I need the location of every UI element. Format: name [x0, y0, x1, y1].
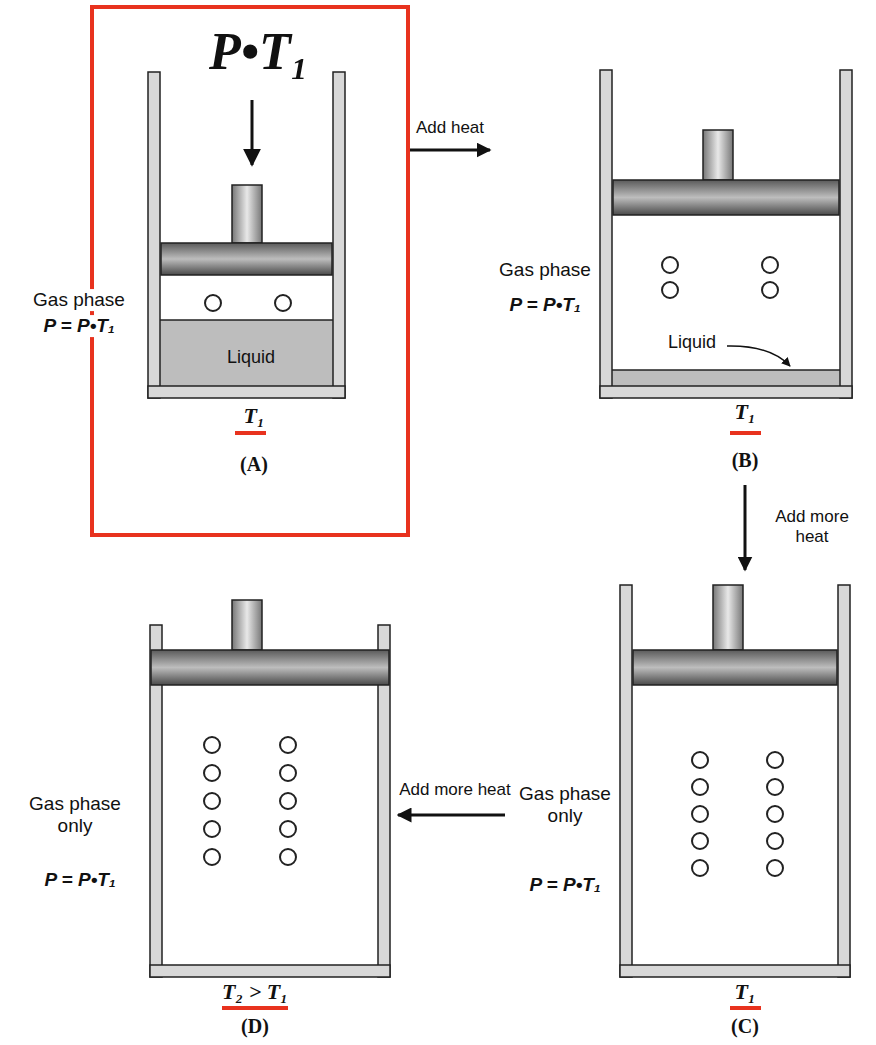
cylinder-a — [148, 72, 345, 398]
process-label: Add heat — [414, 118, 486, 138]
process-arrow — [410, 149, 490, 152]
temperature-label: T₂ > T₁ — [220, 979, 290, 1004]
phase-label: Gas phase — [31, 289, 127, 311]
state-panel: Gas phase only P = P•T₁ T₁ (C) — [505, 570, 870, 1040]
process-arrow — [398, 814, 505, 817]
state-label: (A) — [238, 453, 270, 476]
pressure-label: P = P•T₁ — [507, 294, 582, 316]
liquid-label: Liquid — [225, 347, 277, 368]
phase-label: Gas phase — [497, 259, 593, 281]
process-label: Add more heat — [397, 780, 513, 800]
phase-label: Gas phase only — [25, 793, 125, 837]
cylinder-c — [620, 585, 850, 977]
state-label: (D) — [239, 1015, 271, 1038]
state-panel: P•T₁Gas phaseP = P•T₁LiquidT₁(A) — [90, 5, 410, 537]
state-panel: Gas phase P = P•T₁ LiquidT₁ (B) — [490, 60, 870, 485]
cylinder-b — [600, 70, 852, 398]
temperature-underline — [222, 433, 761, 1008]
state-panel: Gas phase only P = P•T₁ T₂ > T₁ (D) — [10, 580, 398, 1040]
phase-label: Gas phase only — [515, 783, 615, 827]
pressure-arrow — [251, 100, 254, 165]
process-label: Add more heat — [760, 507, 864, 546]
pressure-label: P = P•T₁ — [527, 874, 602, 896]
pressure-label: P = P•T₁ — [42, 869, 117, 891]
liquid-label: Liquid — [666, 332, 718, 353]
process-arrow — [744, 485, 747, 570]
temperature-label: T₁ — [732, 399, 757, 424]
pressure-label: P = P•T₁ — [41, 315, 116, 337]
applied-pressure: P•T₁ — [207, 22, 311, 82]
cylinder-d — [150, 600, 390, 977]
state-label: (B) — [730, 449, 761, 472]
temperature-label: T₁ — [241, 403, 266, 428]
temperature-label: T₁ — [732, 979, 757, 1004]
state-label: (C) — [729, 1015, 761, 1038]
